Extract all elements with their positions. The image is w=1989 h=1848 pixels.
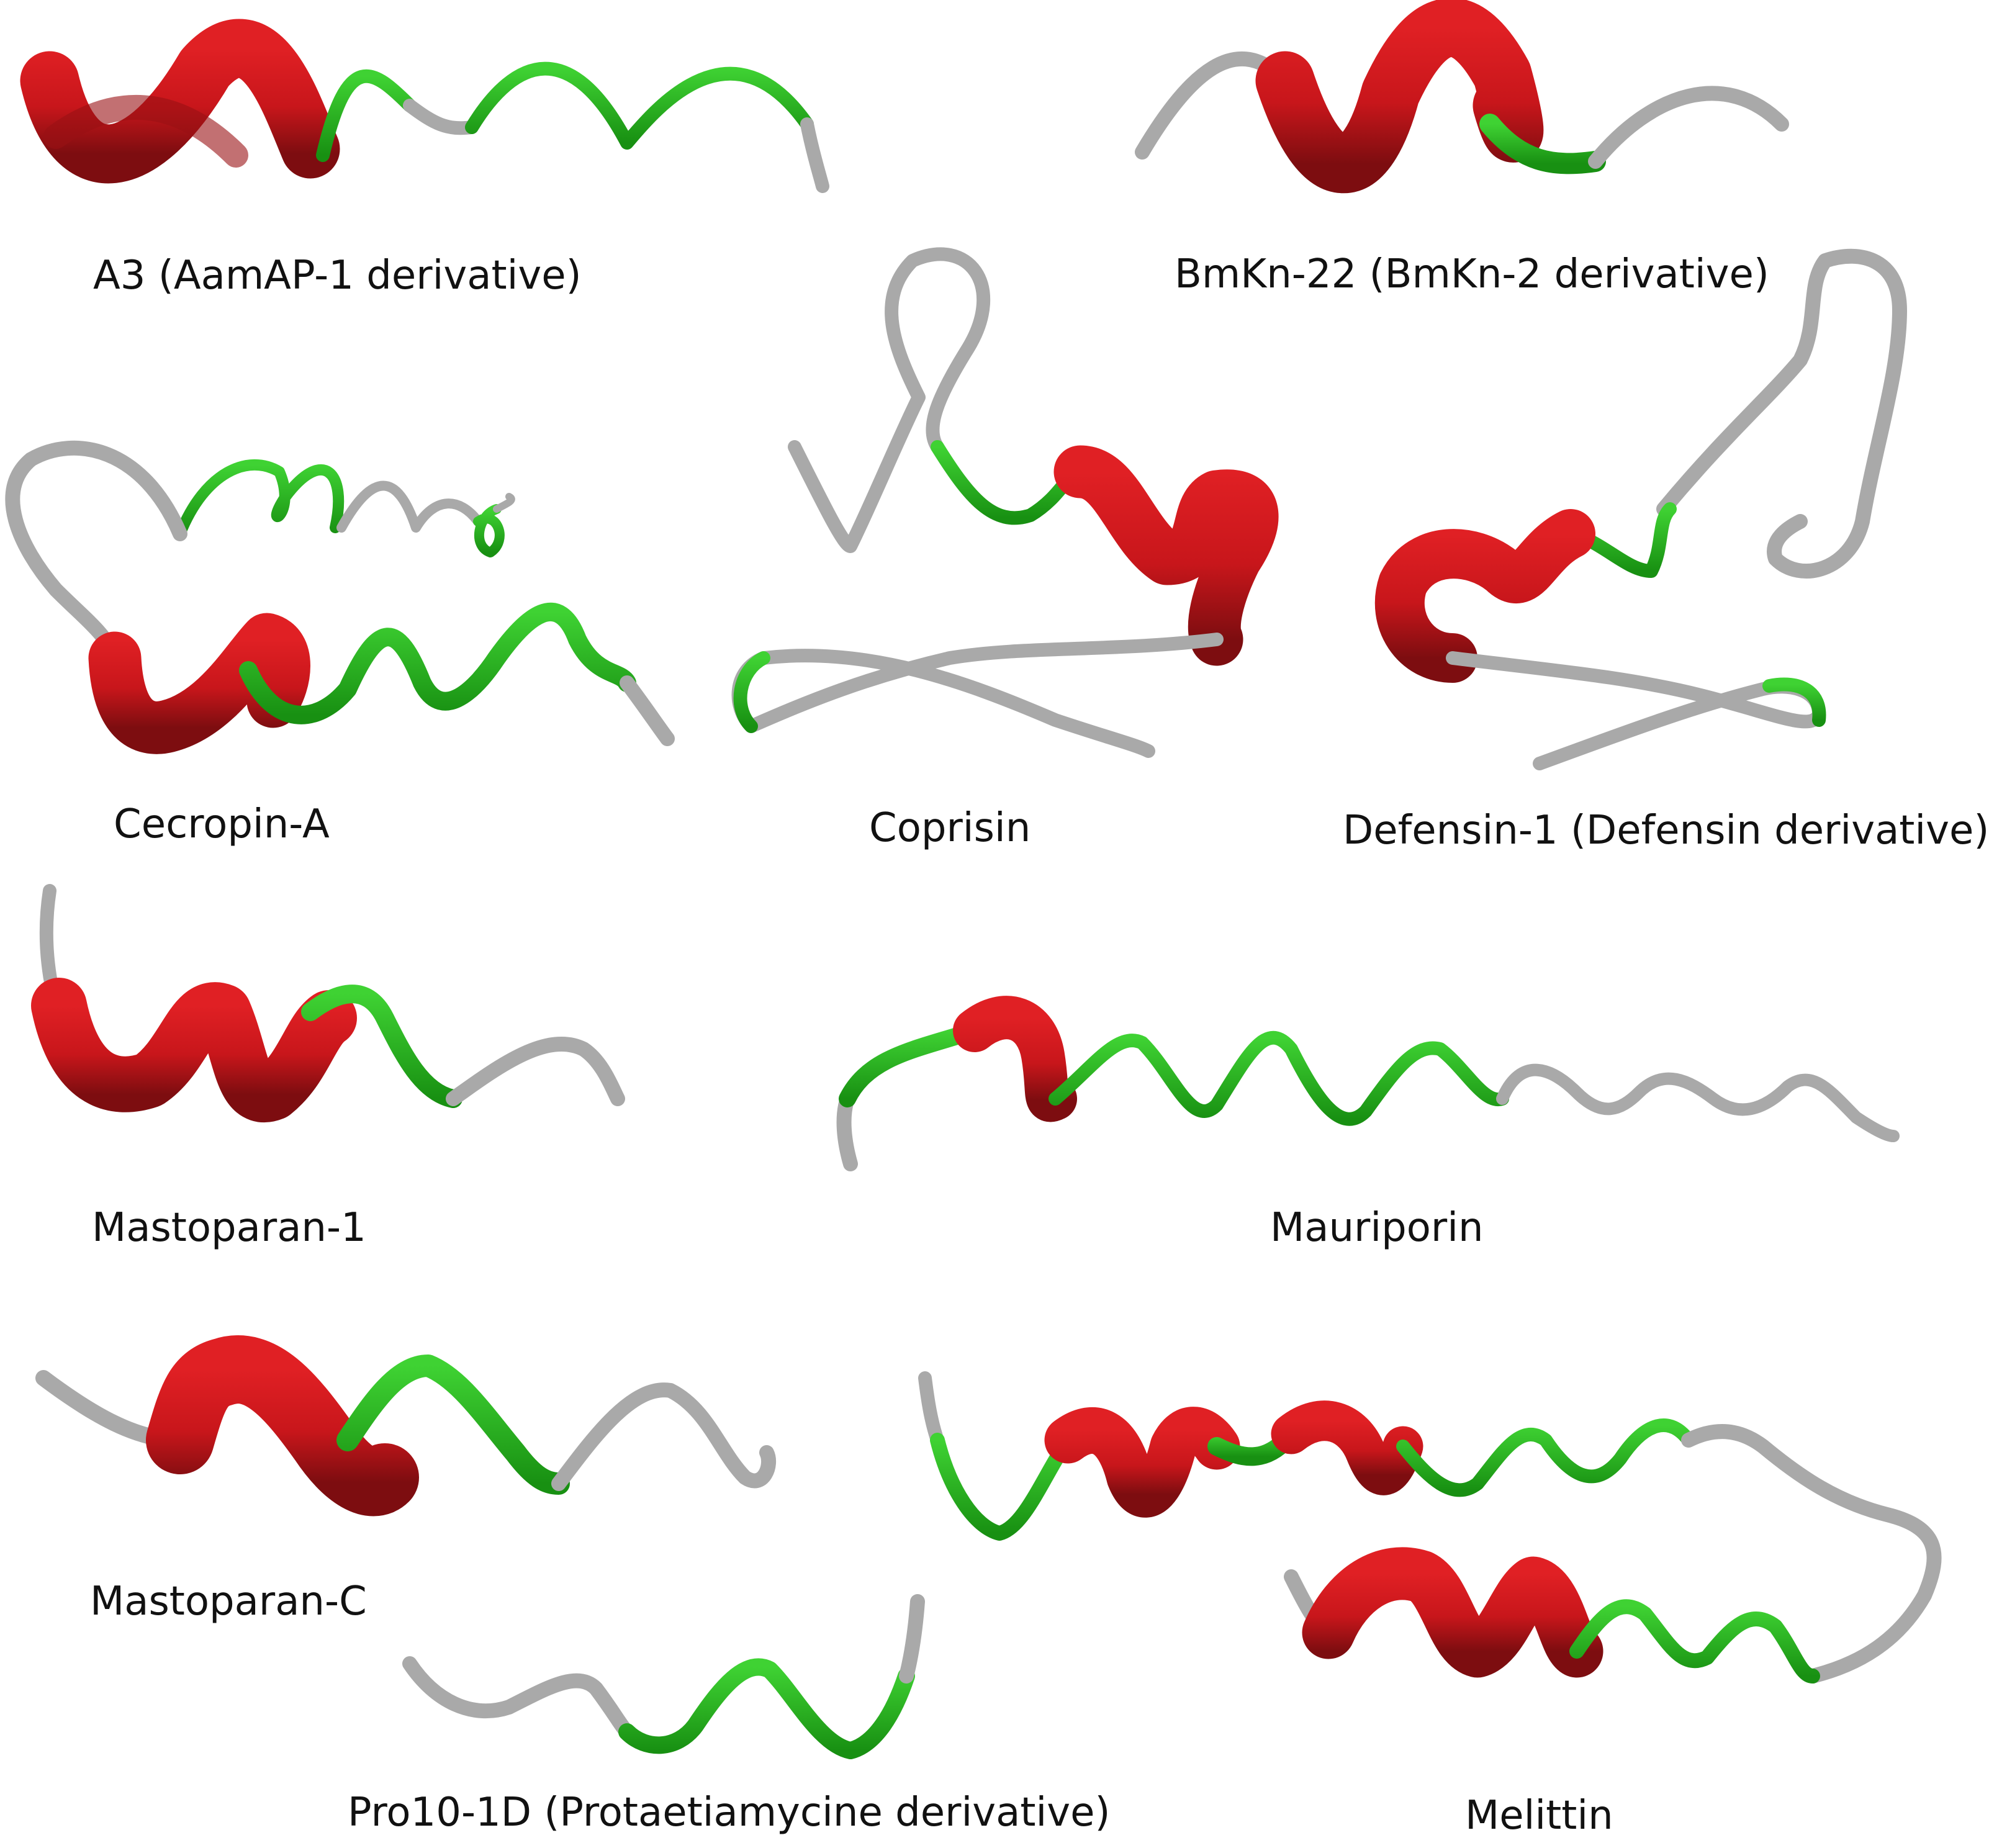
structure-mastoparan-c: [35, 1335, 777, 1517]
melittin-helix-ribbon-1: [1044, 1407, 1240, 1518]
a3-turn-2: [465, 61, 814, 150]
structure-cecropin-a: [5, 440, 675, 754]
defensin-1-helix-ribbon: [1374, 509, 1595, 683]
cecropin-a-turn-top2: [473, 504, 505, 557]
bmkn22-coil-end: [1588, 86, 1789, 169]
bmkn22-turn: [1479, 114, 1606, 174]
melittin-turn-lower: [1569, 1599, 1820, 1683]
cecropin-a-coil-end: [620, 675, 675, 746]
label-coprisin: Coprisin: [869, 805, 1031, 851]
pro10-1d-turn: [618, 1658, 915, 1759]
structure-mauriporin: [836, 996, 1900, 1171]
label-pro10-1d: Pro10-1D (Protaetiamycine derivative): [348, 1790, 1111, 1836]
defensin-1-coil-bottom: [1446, 651, 1826, 770]
cecropin-a-coil-tail: [493, 493, 515, 513]
a3-coil-1: [403, 99, 479, 135]
melittin-coil-loop: [1681, 1424, 1942, 1683]
label-mastoparan-1: Mastoparan-1: [92, 1205, 366, 1251]
melittin-helix-ribbon-3: [1302, 1547, 1603, 1678]
label-mauriporin: Mauriporin: [1270, 1205, 1484, 1251]
mastoparan-c-coil-end: [551, 1382, 777, 1491]
mauriporin-coil-end: [1496, 1063, 1900, 1142]
cecropin-a-coil-top: [336, 480, 483, 533]
mauriporin-turn: [1049, 1030, 1509, 1126]
structure-a3: [20, 19, 829, 193]
cecropin-a-turn-bottom: [239, 602, 636, 724]
a3-helix-ribbon: [20, 19, 340, 184]
label-bmkn22: BmKn-22 (BmKn-2 derivative): [1175, 251, 1769, 297]
structure-bmkn22: [1135, 0, 1789, 194]
a3-helix-fold: [43, 94, 248, 168]
defensin-1-coil-top: [1656, 248, 1907, 579]
coprisin-coil-top: [788, 247, 991, 553]
coprisin-helix-ribbon: [1053, 445, 1279, 666]
cecropin-a-turn-top: [174, 459, 345, 539]
melittin-turn-start: [930, 1433, 1075, 1541]
cecropin-a-helix-ribbon: [88, 613, 310, 754]
pro10-1d-coil-end: [899, 1594, 925, 1683]
mastoparan-1-helix-ribbon: [31, 978, 357, 1122]
mastoparan-c-helix-ribbon: [146, 1335, 419, 1517]
label-defensin-1: Defensin-1 (Defensin derivative): [1343, 808, 1989, 854]
cecropin-a-coil-loop: [5, 440, 187, 665]
bmkn22-helix-ribbon: [1255, 0, 1544, 194]
label-melittin: Melittin: [1465, 1793, 1613, 1839]
mauriporin-coil-start: [836, 1091, 858, 1171]
melittin-turn-end: [1396, 1418, 1695, 1497]
a3-turn: [316, 69, 417, 162]
defensin-1-turn: [1564, 502, 1677, 578]
mastoparan-1-coil-end: [446, 1036, 625, 1106]
label-cecropin-a: Cecropin-A: [114, 801, 330, 847]
mastoparan-c-turn: [336, 1354, 570, 1495]
structure-coprisin: [731, 247, 1279, 758]
structure-defensin-1: [1374, 248, 1907, 770]
structure-pro10-1d: [402, 1594, 925, 1759]
defensin-1-turn-loop: [1762, 677, 1826, 727]
mastoparan-1-turn: [301, 985, 462, 1108]
pro10-1d-coil-start: [402, 1656, 634, 1739]
melittin-helix-ribbon-2: [1271, 1400, 1423, 1495]
label-mastoparan-c: Mastoparan-C: [90, 1579, 367, 1625]
mauriporin-helix-ribbon: [953, 996, 1077, 1122]
structure-melittin: [918, 1371, 1942, 1683]
melittin-coil-start: [918, 1371, 944, 1447]
label-a3: A3 (AamAP-1 derivative): [93, 253, 582, 299]
structure-mastoparan-1: [31, 884, 625, 1122]
coprisin-coil-cross: [731, 633, 1224, 758]
a3-coil-end: [800, 117, 829, 193]
coprisin-turn-loop: [733, 651, 770, 733]
